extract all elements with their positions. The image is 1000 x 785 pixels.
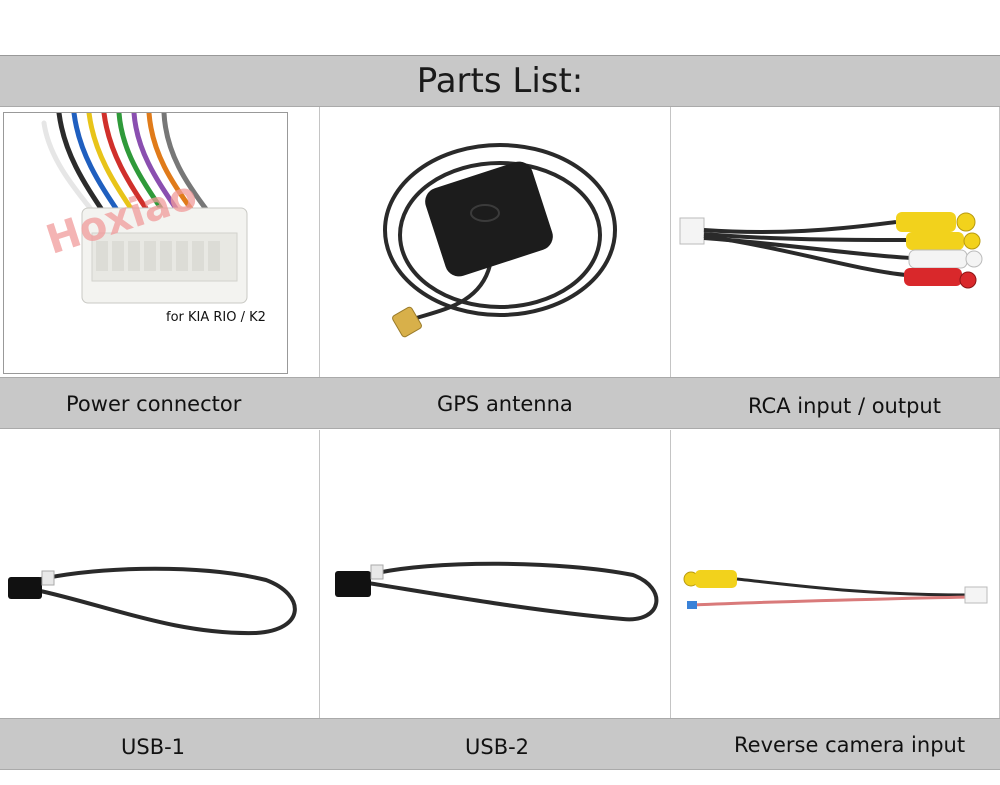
parts-list-header: Parts List: [0, 55, 1000, 107]
grid-divider [670, 107, 671, 377]
grid-divider [319, 430, 320, 720]
label-row-1: Power connector GPS antenna RCA input / … [0, 377, 1000, 429]
item-label-rca: RCA input / output [748, 394, 941, 418]
power-connector-photo: Hoxiao for KIA RIO / K2 [3, 112, 288, 374]
item-label-power-connector: Power connector [66, 392, 242, 416]
usb-cable-icon [335, 561, 659, 622]
item-label-usb-2: USB-2 [465, 735, 530, 759]
item-label-usb-1: USB-1 [121, 735, 186, 759]
power-connector-harness-icon: Hoxiao [41, 113, 248, 304]
gps-antenna-icon [383, 143, 617, 338]
power-connector-caption: for KIA RIO / K2 [166, 310, 266, 325]
label-row-2: USB-1 USB-2 Reverse camera input [0, 718, 1000, 770]
grid-divider [319, 107, 320, 377]
reverse-camera-cable-icon [683, 570, 988, 609]
grid-divider [670, 430, 671, 720]
usb-cable-icon [8, 566, 297, 636]
item-label-reverse-camera: Reverse camera input [734, 733, 966, 757]
page-title: Parts List: [416, 61, 584, 101]
item-label-gps-antenna: GPS antenna [437, 392, 573, 416]
rca-cable-icon [679, 212, 983, 289]
